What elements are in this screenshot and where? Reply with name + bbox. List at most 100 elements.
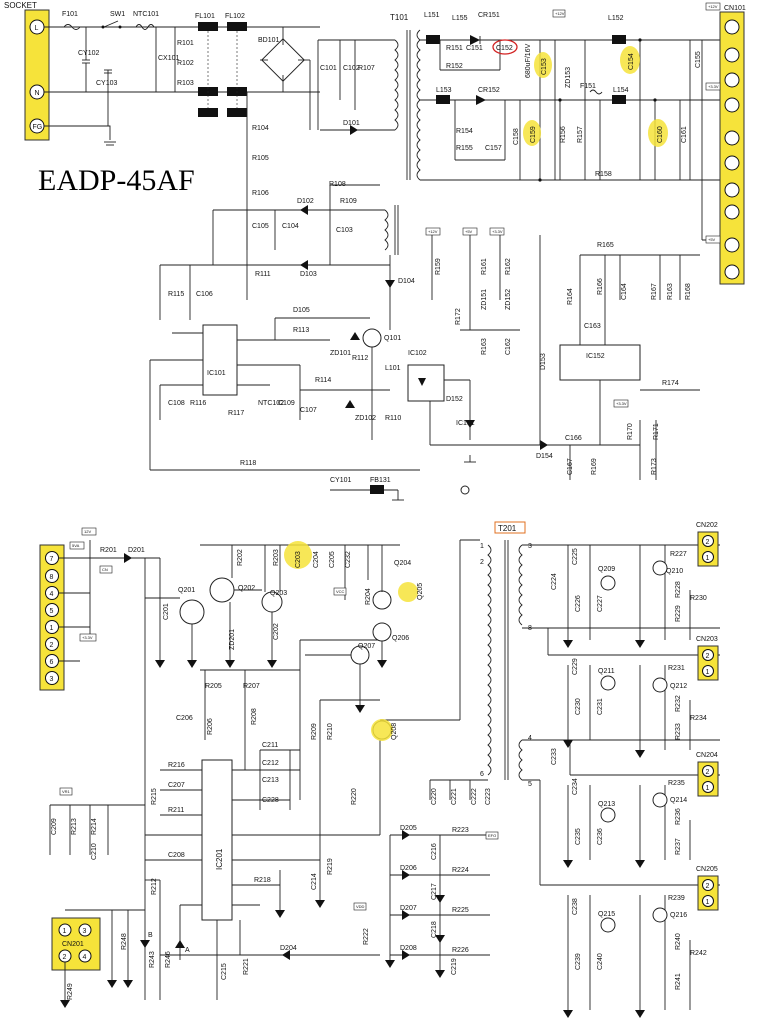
r106-label: R106 xyxy=(252,190,269,197)
socket-label: SOCKET xyxy=(4,1,37,10)
c218-label: C218 xyxy=(431,921,438,938)
svg-text:6: 6 xyxy=(480,771,484,778)
svg-text:R227: R227 xyxy=(670,551,687,558)
svg-text:2: 2 xyxy=(63,954,67,961)
r169-label: R169 xyxy=(591,458,598,475)
svg-text:2: 2 xyxy=(480,559,484,566)
svg-text:C231: C231 xyxy=(597,698,604,715)
t101-label: T101 xyxy=(390,13,409,22)
svg-text:1: 1 xyxy=(706,669,710,676)
fl102-label: FL102 xyxy=(225,13,245,20)
d152-label: D152 xyxy=(446,396,463,403)
r249-label: R249 xyxy=(67,983,74,1000)
svg-text:R236: R236 xyxy=(675,808,682,825)
svg-text:+12V: +12V xyxy=(708,4,718,9)
svg-text:+12V: +12V xyxy=(428,229,438,234)
l154-label: L154 xyxy=(613,87,629,94)
r109-label: R109 xyxy=(340,198,357,205)
c101-label: C101 xyxy=(320,65,337,72)
c202-label: C202 xyxy=(273,623,280,640)
d104-label: D104 xyxy=(398,278,415,285)
svg-text:CN: CN xyxy=(102,567,108,572)
cn201-pins: 1 3 2 4 xyxy=(58,923,92,963)
c152-value-note: 680uF/16V xyxy=(525,43,532,78)
d103-label: D103 xyxy=(300,271,317,278)
r203-label: R203 xyxy=(273,549,280,566)
l153-label: L153 xyxy=(436,87,452,94)
l101-label: L101 xyxy=(385,365,401,372)
top-rail-tags: +12V +12V +3.3V +5V +12V +3.3V +5V +3.3V xyxy=(425,2,721,408)
r162-label: R162 xyxy=(505,258,512,275)
svg-text:R234: R234 xyxy=(690,715,707,722)
c214-label: C214 xyxy=(311,873,318,890)
r166-label: R166 xyxy=(597,278,604,295)
d208-label: D208 xyxy=(400,945,417,952)
d204-label: D204 xyxy=(280,945,297,952)
c107-label: C107 xyxy=(300,407,317,414)
r224-label: R224 xyxy=(452,867,469,874)
q208-highlight xyxy=(371,719,393,741)
c166-label: C166 xyxy=(565,435,582,442)
cn101-label: CN101 xyxy=(724,5,746,12)
r118-label: R118 xyxy=(240,460,256,467)
svg-text:R242: R242 xyxy=(690,950,707,957)
l155-label: L155 xyxy=(452,15,468,22)
socket-pin-n-label: N xyxy=(35,90,40,97)
cr152-label: CR152 xyxy=(478,87,500,94)
f151-label: F151 xyxy=(580,83,596,90)
svg-text:C236: C236 xyxy=(597,828,604,845)
r221-label: R221 xyxy=(243,958,250,975)
socket-pin-l-label: L xyxy=(35,25,39,32)
r172-label: R172 xyxy=(455,308,462,325)
pin-b-label: B xyxy=(148,932,153,939)
svg-text:3: 3 xyxy=(83,928,87,935)
svg-text:Q214: Q214 xyxy=(670,797,687,804)
d101-label: D101 xyxy=(343,120,360,127)
svg-text:C225: C225 xyxy=(572,548,579,565)
c159-highlight xyxy=(523,120,541,146)
r151-label: R151 xyxy=(446,45,463,52)
cy103-label: CY103 xyxy=(96,80,118,87)
fb131-label: FB131 xyxy=(370,477,391,484)
svg-text:C224: C224 xyxy=(551,573,558,590)
svg-text:8: 8 xyxy=(528,625,532,632)
svg-text:2: 2 xyxy=(706,539,710,546)
c102-label: C102 xyxy=(343,65,360,72)
c213-label: C213 xyxy=(262,777,279,784)
svg-text:5: 5 xyxy=(50,608,54,615)
svg-text:R229: R229 xyxy=(675,605,682,622)
svg-text:C238: C238 xyxy=(572,898,579,915)
ic201-label: IC201 xyxy=(215,848,224,870)
c153-label: C153 xyxy=(541,58,548,75)
svg-text:R230: R230 xyxy=(690,595,707,602)
svg-text:CN203: CN203 xyxy=(696,636,718,643)
zd151-label: ZD151 xyxy=(481,289,488,310)
secondary-output-wiring xyxy=(420,35,720,241)
r214-label: R214 xyxy=(91,818,98,835)
r216-label: R216 xyxy=(168,762,185,769)
r152-label: R152 xyxy=(446,63,463,70)
c219-label: C219 xyxy=(451,958,458,975)
r223-label: R223 xyxy=(452,827,469,834)
c109-label: C109 xyxy=(278,400,295,407)
transformer-t101 xyxy=(384,29,421,255)
c223-label: C223 xyxy=(485,788,492,805)
r156-label: R156 xyxy=(560,126,567,143)
svg-text:+3.3V: +3.3V xyxy=(492,229,503,234)
q207-label: Q207 xyxy=(358,643,375,650)
c207-label: C207 xyxy=(168,782,185,789)
r219-label: R219 xyxy=(327,858,334,875)
d105-label: D105 xyxy=(293,307,310,314)
svg-text:5VA: 5VA xyxy=(72,543,80,548)
primary-controller-wiring xyxy=(149,125,420,501)
r164-label: R164 xyxy=(567,288,574,305)
r163b-label: R163 xyxy=(667,283,674,300)
q208-label: Q208 xyxy=(391,723,398,740)
svg-text:CN204: CN204 xyxy=(696,752,718,759)
t201-label: T201 xyxy=(498,524,517,533)
svg-text:+5V: +5V xyxy=(708,237,716,242)
c157-label: C157 xyxy=(485,145,502,152)
r163-label: R163 xyxy=(481,338,488,355)
output-channels-wiring xyxy=(563,545,691,1018)
